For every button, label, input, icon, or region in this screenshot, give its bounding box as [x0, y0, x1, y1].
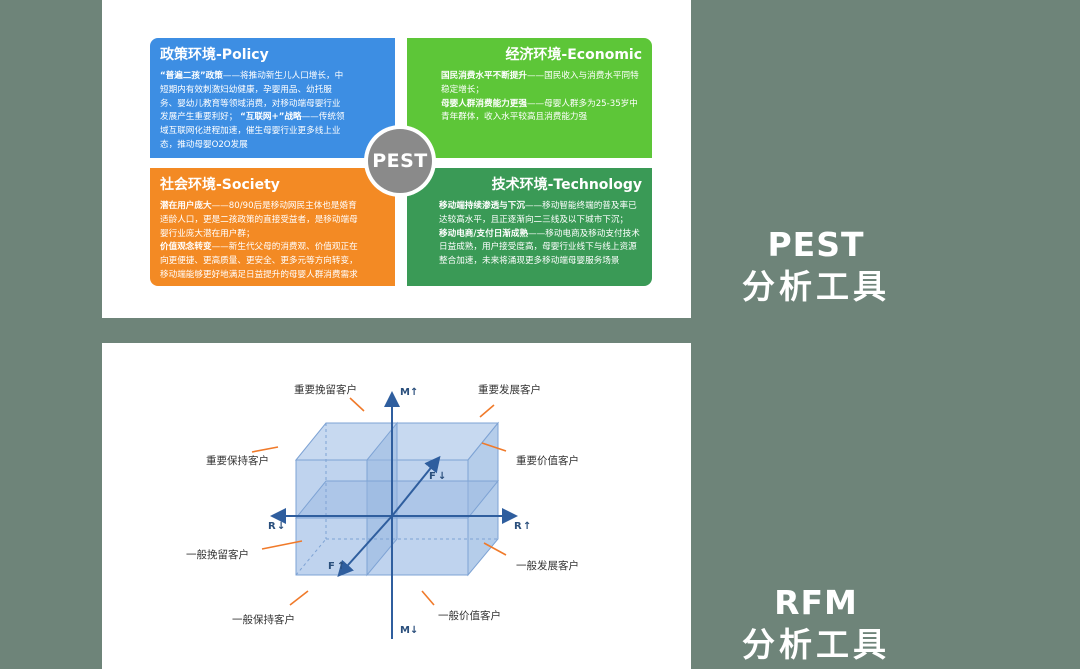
technology-p2-bold: 移动电商/支付日渐成熟	[439, 228, 529, 239]
society-text: 潜在用户庞大——80/90后是移动网民主体也是婚育适龄人口，更是二孩政策的直接受…	[160, 200, 361, 283]
pest-technology-quadrant: 技术环境-Technology 移动端持续渗透与下沉——移动智能终端的普及率已达…	[407, 168, 652, 286]
economic-p2-bold: 母婴人群消费能力更强	[441, 98, 527, 109]
policy-p2-bold: “互联网+”战略	[240, 112, 302, 123]
society-p1-bold: 潜在用户庞大	[160, 201, 212, 211]
society-p2-bold: 价值观念转变	[160, 242, 212, 253]
f-axis-down-label: F	[328, 561, 335, 572]
m-up-arrow-icon: ↑	[410, 387, 418, 398]
pest-policy-quadrant: 政策环境-Policy “普遍二孩”政策——将推动新生儿人口增长，中短期内有效刺…	[150, 38, 395, 158]
rfm-pointer-lines	[251, 397, 507, 606]
economic-p2-text: ——母婴人群多为25-35岁中青年群体，收入水平较高且消费能力强	[441, 98, 638, 123]
pest-center-label: PEST	[368, 129, 432, 193]
label-important-retain: 重要挽留客户	[294, 383, 357, 396]
policy-p1-text: ——将推动新生儿人口增长，中短期内有效刺激妇幼健康，孕婴用品、幼托服务、婴幼儿教…	[160, 71, 344, 123]
society-title: 社会环境-Society	[160, 177, 280, 193]
cube-horizontal-plane	[294, 480, 500, 519]
rfm-side-label-en: RFM	[774, 583, 858, 622]
m-down-arrow-icon: ↓	[410, 625, 418, 636]
rfm-side-label: RFM 分析工具	[716, 583, 916, 667]
society-p1-text: ——80/90后是移动网民主体也是婚育适龄人口，更是二孩政策的直接受益者，是移动…	[160, 201, 358, 239]
pest-side-label-en: PEST	[767, 225, 865, 264]
rfm-side-label-zh: 分析工具	[742, 625, 890, 664]
technology-p1-text: ——移动智能终端的普及率已达较高水平，且正逐渐向二三线及以下城市下沉；	[439, 201, 637, 225]
label-important-keep: 重要保持客户	[206, 454, 269, 467]
pest-society-quadrant: 社会环境-Society 潜在用户庞大——80/90后是移动网民主体也是婚育适龄…	[150, 168, 395, 286]
technology-text: 移动端持续渗透与下沉——移动智能终端的普及率已达较高水平，且正逐渐向二三线及以下…	[439, 200, 642, 269]
f-axis-down	[337, 515, 393, 577]
pest-economic-quadrant: 经济环境-Economic 国民消费水平不断提升——国民收入与消费水平同特稳定增…	[407, 38, 652, 158]
m-axis-top-label: M	[400, 387, 410, 398]
rfm-cube-diagram: M ↑ M ↓ R ↓ R ↑ F ↓ F ↑ 重要挽留客户 重要发展客户 重要…	[186, 383, 579, 639]
r-up-arrow-icon: ↑	[523, 521, 531, 532]
r-axis-left-label: R	[268, 521, 276, 532]
economic-p1-bold: 国民消费水平不断提升	[441, 71, 527, 81]
label-important-develop: 重要发展客户	[478, 383, 541, 396]
economic-title: 经济环境-Economic	[505, 47, 642, 63]
pest-diagram-card: 政策环境-Policy “普遍二孩”政策——将推动新生儿人口增长，中短期内有效刺…	[102, 0, 691, 318]
f-axis-up	[391, 455, 441, 517]
pest-side-label-zh: 分析工具	[742, 267, 890, 306]
r-axis-right-label: R	[514, 521, 522, 532]
economic-p1-text: ——国民收入与消费水平同特稳定增长；	[441, 71, 639, 95]
technology-p1-bold: 移动端持续渗透与下沉	[439, 201, 525, 211]
f-up-arrow-icon: ↑	[337, 561, 345, 572]
technology-p2-text: ——移动电商及移动支付技术日益成熟，用户接受度高，母婴行业线下与线上资源整合加速…	[439, 228, 640, 267]
rfm-diagram-card: M ↑ M ↓ R ↓ R ↑ F ↓ F ↑ 重要挽留客户 重要发展客户 重要…	[102, 343, 691, 669]
policy-p1-bold: “普遍二孩”政策	[160, 71, 223, 81]
cube-hidden-edge-3	[295, 538, 327, 576]
pest-center-circle: PEST	[364, 125, 436, 197]
pest-side-label: PEST 分析工具	[716, 225, 916, 309]
r-down-arrow-icon: ↓	[277, 521, 285, 532]
technology-title: 技术环境-Technology	[491, 177, 642, 193]
label-general-retain: 一般挽留客户	[186, 548, 249, 561]
label-general-value: 一般价值客户	[438, 609, 501, 622]
policy-p2-text: ——传统领域互联网化进程加速，催生母婴行业更多线上业态，推动母婴O2O发展	[160, 112, 345, 150]
society-p2-text: ——新生代父母的消费观、价值观正在向更便捷、更高质量、更安全、更多元等方向转变，…	[160, 242, 358, 280]
economic-text: 国民消费水平不断提升——国民收入与消费水平同特稳定增长； 母婴人群消费能力更强—…	[441, 70, 642, 125]
policy-title: 政策环境-Policy	[160, 47, 269, 63]
label-general-keep: 一般保持客户	[232, 613, 295, 626]
f-axis-up-label: F	[429, 471, 436, 482]
f-down-arrow-icon: ↓	[438, 471, 446, 482]
label-important-value: 重要价值客户	[516, 454, 579, 467]
policy-text: “普遍二孩”政策——将推动新生儿人口增长，中短期内有效刺激妇幼健康，孕婴用品、幼…	[160, 70, 385, 153]
m-axis-bottom-label: M	[400, 625, 410, 636]
label-general-develop: 一般发展客户	[516, 559, 579, 572]
